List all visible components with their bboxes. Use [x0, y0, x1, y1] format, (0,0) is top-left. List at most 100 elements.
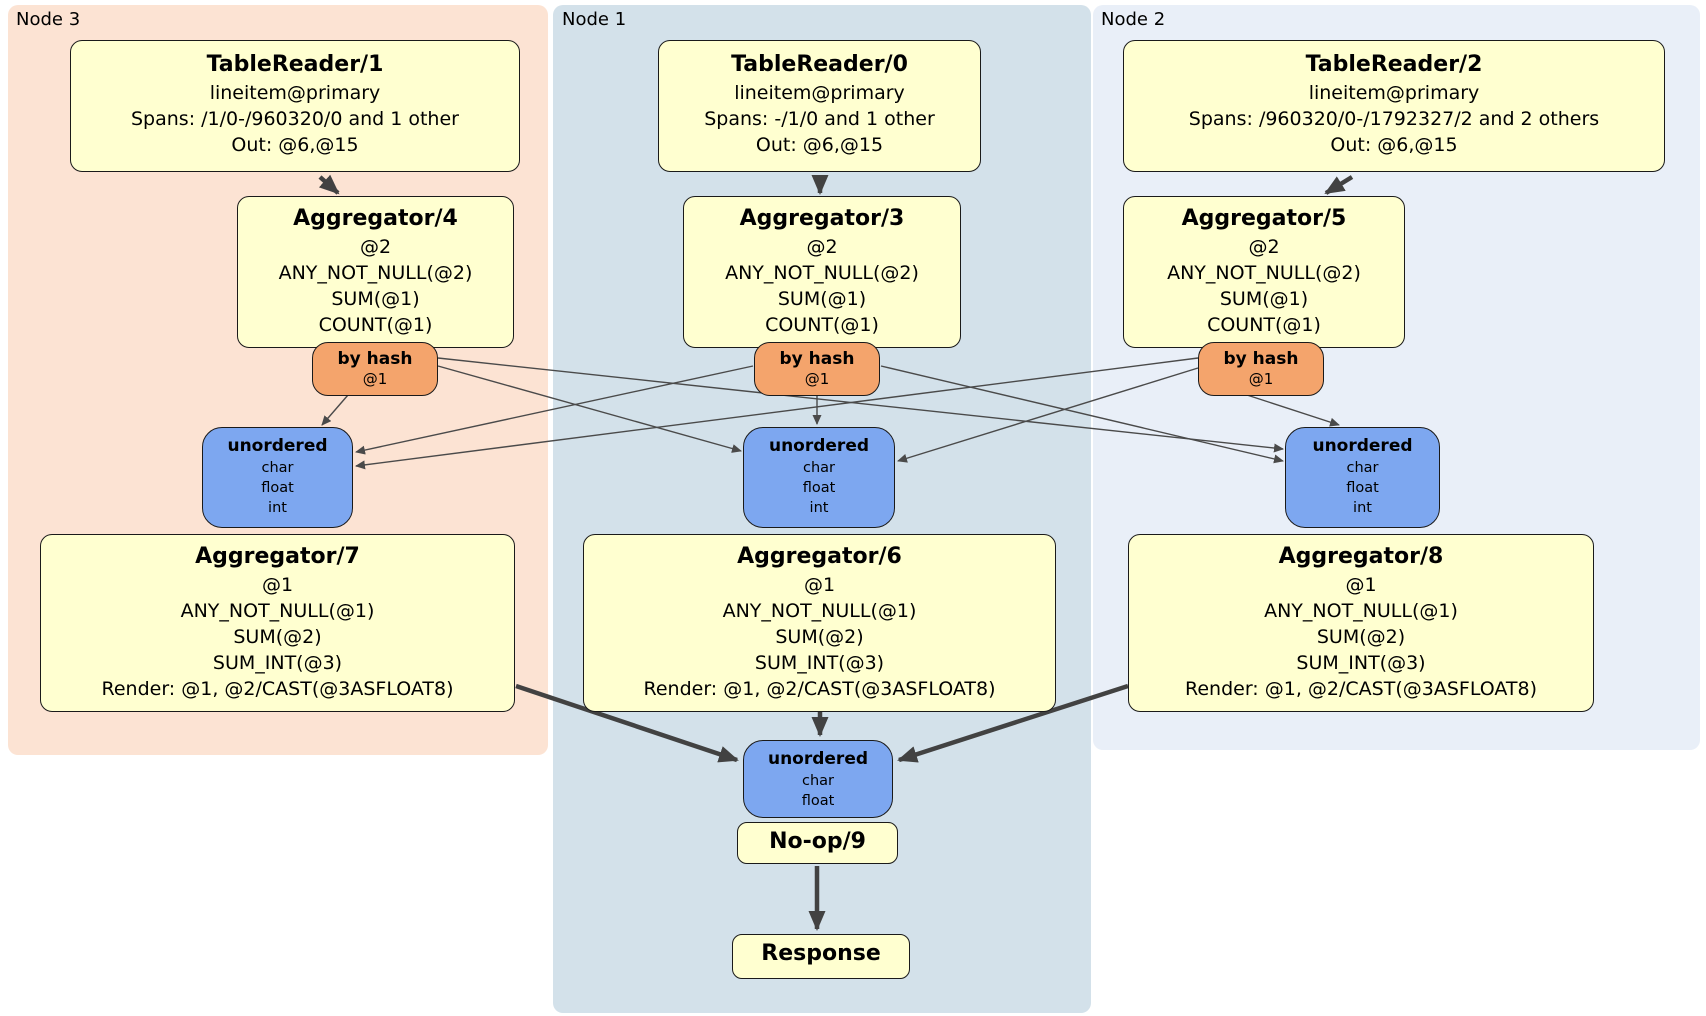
- unordered-sync-final-type: float: [801, 793, 835, 809]
- edge-byhash2-sync2: [1246, 394, 1340, 427]
- unordered-sync-node2-type: char: [1346, 460, 1379, 476]
- edge-agg8-finalsync: [897, 683, 1129, 763]
- aggregator-7-fn: SUM(@2): [233, 626, 322, 648]
- aggregator-8-fn: SUM_INT(@3): [1296, 652, 1426, 674]
- byhash-router-node3: by hash @1: [312, 342, 438, 396]
- node2-label: Node 2: [1101, 9, 1166, 30]
- aggregator-3-title: Aggregator/3: [739, 206, 905, 231]
- unordered-sync-final-type: char: [801, 773, 834, 789]
- response-box: Response: [732, 934, 910, 979]
- aggregator-8-box: Aggregator/8 @1 ANY_NOT_NULL(@1) SUM(@2)…: [1128, 534, 1594, 712]
- aggregator-6-fn: ANY_NOT_NULL(@1): [722, 600, 917, 622]
- edge-byhash3-sync2: [437, 357, 1284, 453]
- unordered-sync-node3-type: float: [261, 480, 294, 496]
- aggregator-5-fn: ANY_NOT_NULL(@2): [1167, 262, 1361, 284]
- aggregator-5-group: @2: [1248, 236, 1280, 258]
- byhash-router-node2: by hash @1: [1198, 342, 1324, 396]
- unordered-sync-node1-type: int: [809, 500, 829, 516]
- aggregator-7-title: Aggregator/7: [195, 544, 360, 569]
- aggregator-8-group: @1: [1345, 574, 1377, 596]
- aggregator-5-fn: SUM(@1): [1219, 288, 1309, 310]
- byhash-router-node3-key: @1: [362, 370, 388, 388]
- tablereader-2-title: TableReader/2: [1305, 52, 1483, 77]
- tablereader-1-out: Out: @6,@15: [231, 134, 359, 156]
- noop-9-box: No-op/9: [737, 822, 898, 864]
- aggregator-8-title: Aggregator/8: [1278, 544, 1444, 569]
- aggregator-8-fn: ANY_NOT_NULL(@1): [1264, 600, 1458, 622]
- unordered-sync-node3-type: int: [268, 500, 287, 516]
- aggregator-7-group: @1: [261, 574, 294, 596]
- unordered-sync-node2-type: int: [1353, 500, 1372, 516]
- byhash-router-node2-key: @1: [1248, 370, 1274, 388]
- tablereader-1-spans: Spans: /1/0-/960320/0 and 1 other: [131, 108, 459, 130]
- aggregator-7-render: Render: @1, @2/CAST(@3ASFLOAT8): [101, 678, 454, 700]
- edge-byhash2-sync1: [897, 367, 1199, 463]
- edge-agg7-finalsync: [515, 683, 739, 763]
- tablereader-2-box: TableReader/2 lineitem@primary Spans: /9…: [1123, 40, 1665, 172]
- edge-tr1-agg4: [318, 174, 340, 195]
- edge-byhash3-sync1: [437, 365, 742, 453]
- aggregator-7-fn: ANY_NOT_NULL(@1): [180, 600, 375, 622]
- unordered-sync-node2: unordered char float int: [1285, 427, 1440, 528]
- tablereader-1-box: TableReader/1 lineitem@primary Spans: /1…: [70, 40, 520, 172]
- unordered-sync-node3-title: unordered: [227, 436, 328, 456]
- aggregator-4-box: Aggregator/4 @2 ANY_NOT_NULL(@2) SUM(@1)…: [237, 196, 514, 348]
- unordered-sync-node2-title: unordered: [1312, 436, 1413, 456]
- byhash-router-node1: by hash @1: [754, 342, 880, 396]
- tablereader-2-index: lineitem@primary: [1308, 82, 1480, 104]
- tablereader-1-title: TableReader/1: [206, 52, 384, 77]
- edge-byhash1-sync2: [880, 365, 1284, 464]
- noop-9-title: No-op/9: [769, 829, 866, 854]
- aggregator-6-group: @1: [803, 574, 836, 596]
- node1-label: Node 1: [562, 9, 627, 30]
- edge-byhash2-sync3: [355, 357, 1199, 470]
- byhash-router-node3-title: by hash: [337, 349, 413, 369]
- tablereader-0-title: TableReader/0: [731, 52, 908, 77]
- node3-label: Node 3: [16, 9, 81, 30]
- aggregator-5-box: Aggregator/5 @2 ANY_NOT_NULL(@2) SUM(@1)…: [1123, 196, 1405, 348]
- unordered-sync-node3-type: char: [261, 460, 294, 476]
- edge-byhash1-sync3: [355, 365, 754, 455]
- unordered-sync-node3: unordered char float int: [202, 427, 353, 528]
- byhash-router-node1-key: @1: [804, 370, 830, 388]
- tablereader-0-spans: Spans: -/1/0 and 1 other: [704, 108, 935, 130]
- unordered-sync-final-title: unordered: [767, 749, 869, 769]
- aggregator-6-render: Render: @1, @2/CAST(@3ASFLOAT8): [643, 678, 996, 700]
- unordered-sync-node1: unordered char float int: [743, 427, 895, 528]
- tablereader-1-index: lineitem@primary: [209, 82, 381, 104]
- aggregator-8-fn: SUM(@2): [1316, 626, 1406, 648]
- aggregator-4-fn: ANY_NOT_NULL(@2): [278, 262, 473, 284]
- aggregator-4-fn: COUNT(@1): [318, 314, 433, 336]
- aggregator-4-fn: SUM(@1): [331, 288, 420, 310]
- aggregator-4-title: Aggregator/4: [293, 206, 458, 231]
- aggregator-6-fn: SUM(@2): [775, 626, 864, 648]
- unordered-sync-node1-type: char: [802, 460, 835, 476]
- unordered-sync-node2-type: float: [1346, 480, 1379, 496]
- aggregator-3-fn: ANY_NOT_NULL(@2): [725, 262, 919, 284]
- unordered-sync-node1-type: float: [802, 480, 836, 496]
- aggregator-3-box: Aggregator/3 @2 ANY_NOT_NULL(@2) SUM(@1)…: [683, 196, 961, 348]
- byhash-router-node1-title: by hash: [779, 349, 855, 369]
- edge-tr2-agg5: [1324, 175, 1354, 195]
- aggregator-7-box: Aggregator/7 @1 ANY_NOT_NULL(@1) SUM(@2)…: [40, 534, 515, 712]
- tablereader-0-index: lineitem@primary: [734, 82, 905, 104]
- tablereader-0-out: Out: @6,@15: [755, 134, 884, 156]
- aggregator-3-fn: COUNT(@1): [765, 314, 879, 336]
- byhash-router-node2-title: by hash: [1223, 349, 1299, 369]
- unordered-sync-node1-title: unordered: [768, 436, 870, 456]
- aggregator-6-title: Aggregator/6: [737, 544, 902, 569]
- aggregator-5-title: Aggregator/5: [1181, 206, 1347, 231]
- edge-byhash3-sync3: [321, 394, 349, 426]
- aggregator-3-fn: SUM(@1): [777, 288, 867, 310]
- response-title: Response: [761, 941, 881, 966]
- tablereader-2-spans: Spans: /960320/0-/1792327/2 and 2 others: [1188, 108, 1600, 130]
- aggregator-7-fn: SUM_INT(@3): [212, 652, 343, 674]
- tablereader-2-out: Out: @6,@15: [1330, 134, 1458, 156]
- unordered-sync-final: unordered char float: [743, 740, 893, 818]
- aggregator-6-fn: SUM_INT(@3): [754, 652, 885, 674]
- tablereader-0-box: TableReader/0 lineitem@primary Spans: -/…: [658, 40, 981, 172]
- aggregator-5-fn: COUNT(@1): [1207, 314, 1321, 336]
- aggregator-8-render: Render: @1, @2/CAST(@3ASFLOAT8): [1185, 678, 1537, 700]
